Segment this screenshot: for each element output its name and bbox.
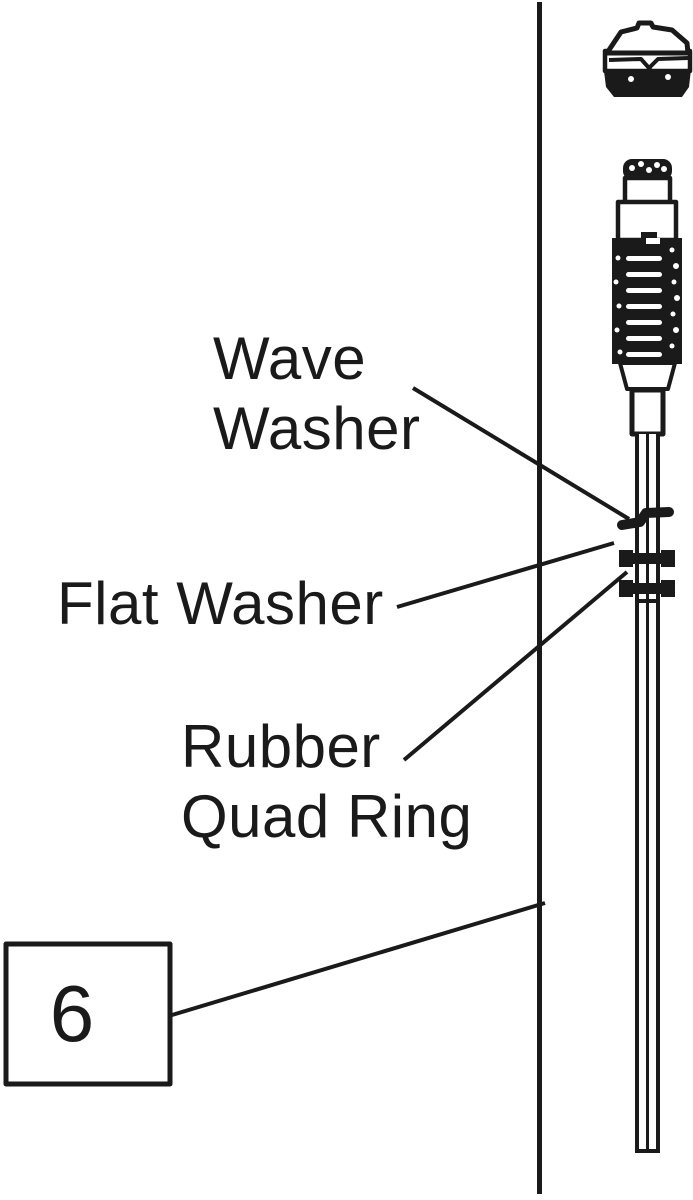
rubber-quad-ring-part [619, 580, 675, 603]
quad-ring-label-line2: Quad Ring [181, 783, 473, 850]
knurl-dot [638, 161, 644, 167]
leader-line-callout [171, 901, 546, 1017]
probe-taper [618, 361, 677, 391]
callout-number: 6 [49, 969, 95, 1058]
cap-skirt-dot-left [628, 76, 634, 82]
knurl-dot [654, 162, 660, 168]
leader-line-wave-washer [411, 386, 631, 521]
flat-washer-label: Flat Washer [57, 569, 384, 639]
rubber-quad-ring-label: Rubber Quad Ring [181, 712, 472, 852]
probe-neck [629, 387, 666, 437]
thread-pattern [613, 238, 680, 357]
knurl-dot [661, 166, 667, 172]
wave-washer-part [617, 507, 674, 530]
dipstick-rod [635, 434, 660, 1153]
probe-collar-notch [641, 232, 657, 240]
wave-washer-label-line2: Washer [213, 395, 421, 462]
filler-cap-icon [602, 20, 693, 97]
cap-lid [604, 20, 691, 56]
cap-skirt [604, 69, 691, 97]
knurl-dot [629, 165, 635, 171]
wave-washer-label: Wave Washer [213, 324, 421, 464]
leader-line-quad-ring [402, 570, 629, 762]
knurl-dot [646, 167, 652, 173]
wave-washer-label-line1: Wave [213, 325, 367, 392]
probe-upper-body [622, 175, 673, 206]
quad-ring-label-line1: Rubber [181, 713, 381, 780]
probe-assembly-icon [612, 159, 682, 437]
flat-washer-label-line1: Flat Washer [57, 570, 384, 637]
flat-washer-part [619, 550, 675, 567]
callout-box [3, 941, 173, 1087]
cap-skirt-dot-right [665, 74, 671, 80]
leader-line-flat-washer [396, 541, 615, 609]
